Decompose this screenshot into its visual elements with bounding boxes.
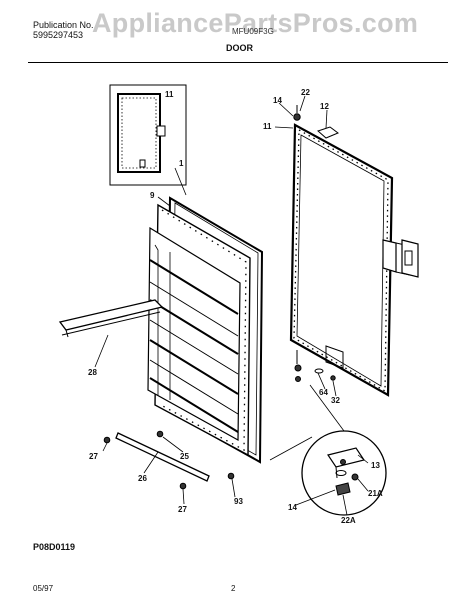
watermark: AppliancePartsPros.com: [92, 8, 419, 38]
callout-1: 1: [179, 159, 184, 168]
publication-label: Publication No.: [33, 20, 94, 30]
gasket-inset-box: [109, 84, 187, 186]
callout-26: 26: [138, 474, 147, 483]
callout-64: 64: [319, 388, 328, 397]
callout-27-bottom: 27: [178, 505, 187, 514]
callout-11-inset: 11: [165, 90, 174, 99]
callout-32: 32: [331, 396, 340, 405]
callout-25: 25: [180, 452, 189, 461]
footer-date: 05/97: [33, 584, 54, 593]
inset-gasket-outline: [117, 93, 161, 173]
callout-27-left: 27: [89, 452, 98, 461]
page-number: 2: [231, 584, 236, 593]
callout-93: 93: [234, 497, 243, 506]
callout-28: 28: [88, 368, 97, 377]
callout-14-top: 14: [273, 96, 282, 105]
callout-21a: 21A: [368, 489, 383, 498]
publication-number: 5995297453: [33, 30, 84, 40]
header-rule: [28, 62, 448, 63]
callout-11-gasket: 11: [263, 122, 272, 131]
callout-12: 12: [320, 102, 329, 111]
figure-code: P08D0119: [33, 542, 76, 552]
callout-14-detail: 14: [288, 503, 297, 512]
callout-9: 9: [150, 191, 155, 200]
hinge-detail-circle: [301, 430, 387, 516]
bar-26: [115, 432, 210, 482]
callout-13: 13: [371, 461, 380, 470]
callout-22a: 22A: [341, 516, 356, 525]
section-title: DOOR: [226, 43, 253, 53]
callout-22: 22: [301, 88, 310, 97]
shelf-28: [58, 299, 164, 331]
model-number: MFU09F3G: [232, 27, 274, 36]
door-gasket: [289, 123, 394, 397]
